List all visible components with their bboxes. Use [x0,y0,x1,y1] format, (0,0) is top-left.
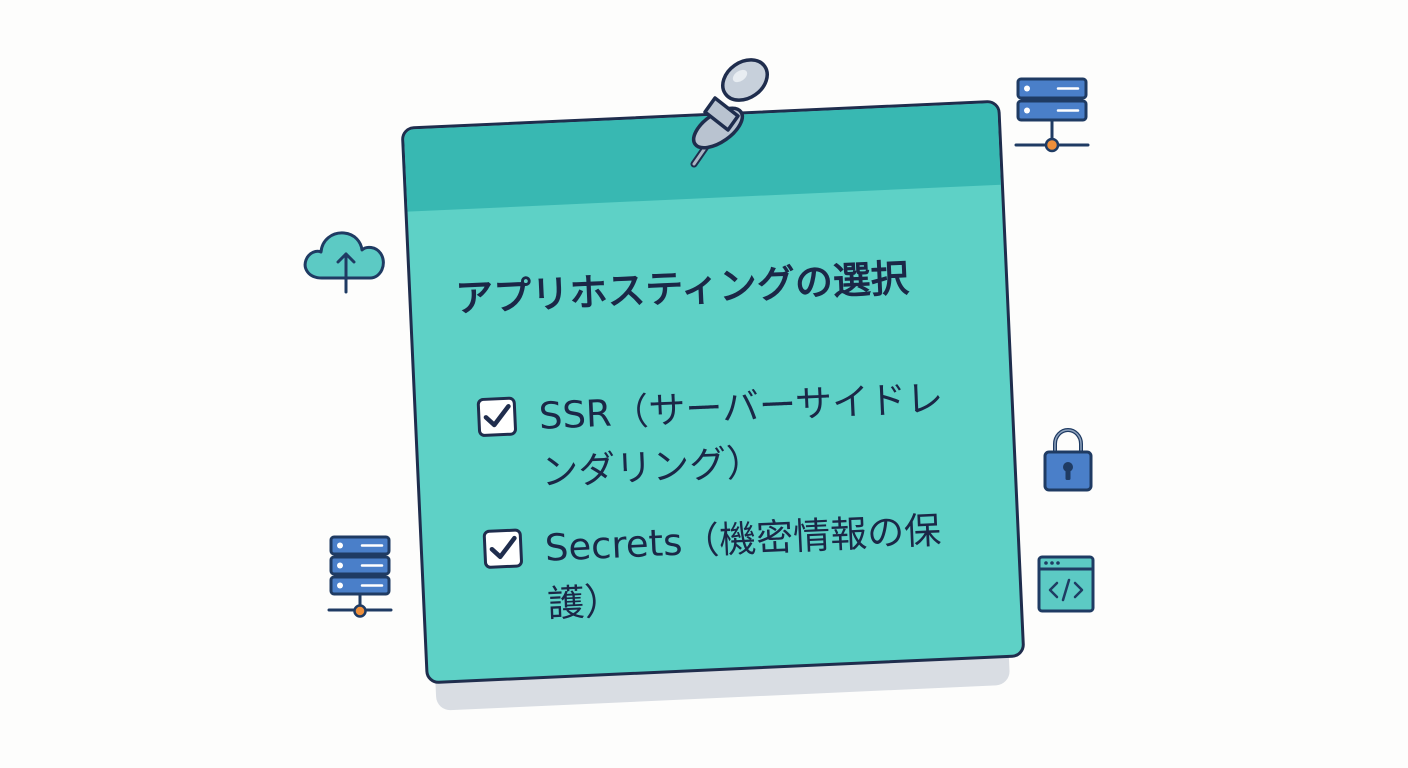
note-title: アプリホスティングの選択 [454,256,910,321]
server-network-icon [327,535,393,618]
checklist-item-label: Secrets（機密情報の保護） [543,508,943,626]
cloud-upload-icon [303,231,385,294]
checklist-item-label: SSR（サーバーサイドレンダリング） [537,376,945,494]
server-network-icon [1014,77,1090,153]
code-window-icon [1037,555,1095,613]
push-pin-icon [690,58,769,168]
checklist-item: SSR（サーバーサイドレンダリング） [476,370,951,503]
checkbox-checked-icon[interactable] [476,396,518,438]
padlock-icon [1043,427,1093,492]
checkbox-checked-icon[interactable] [482,528,524,570]
sticky-note: アプリホスティングの選択 SSR（サーバーサイドレンダリング） Secrets（… [400,99,1026,685]
checklist-item: Secrets（機密情報の保護） [482,502,957,635]
